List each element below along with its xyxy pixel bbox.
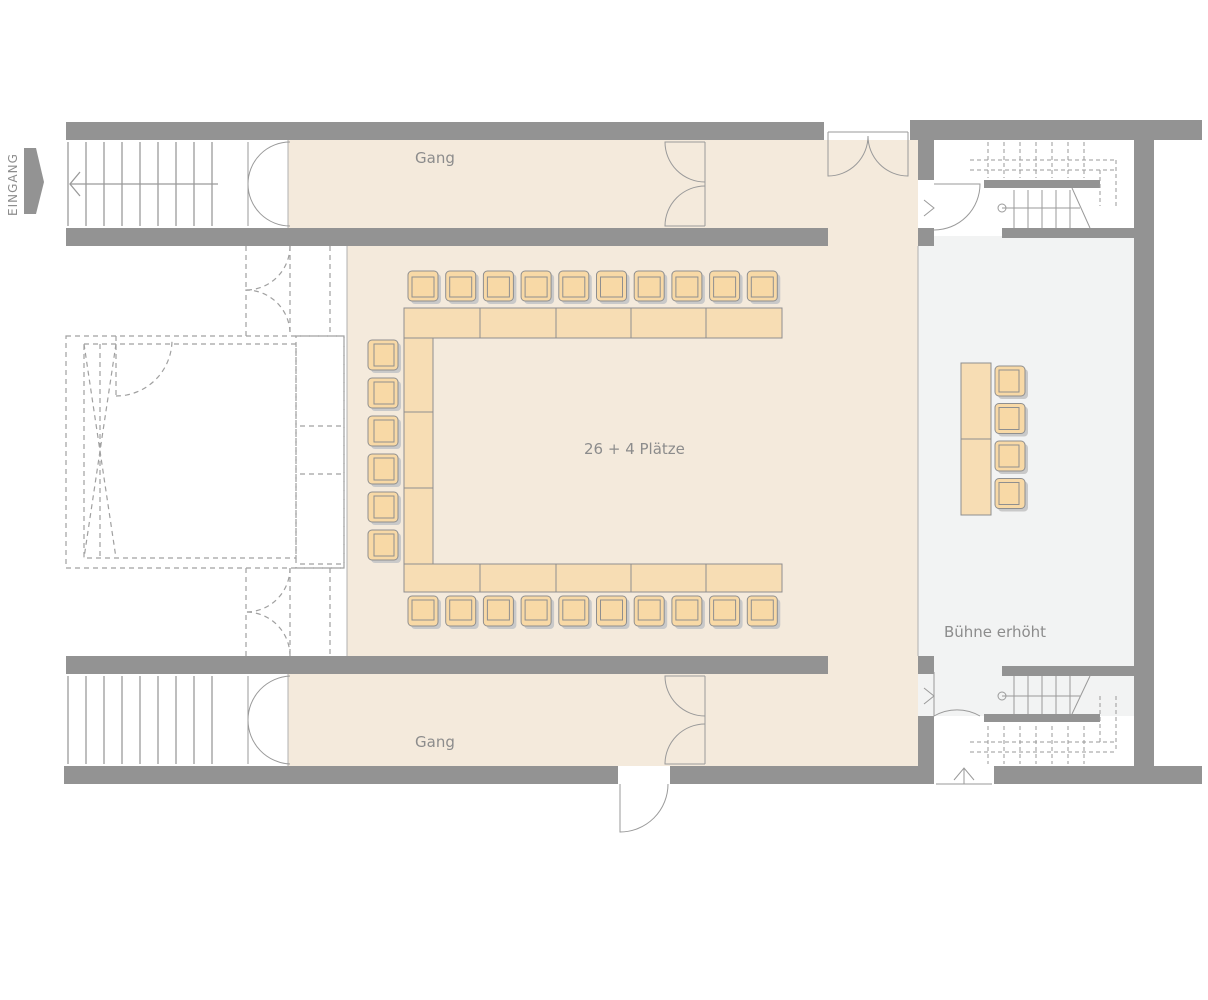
chair-top-7 xyxy=(633,270,668,304)
chair-bottom-8 xyxy=(671,595,705,629)
table-bottom-4 xyxy=(630,563,707,593)
wall xyxy=(984,714,1100,722)
table-top-5 xyxy=(705,307,783,339)
table-left-3 xyxy=(403,487,434,565)
chair-top-10 xyxy=(746,270,781,304)
wall xyxy=(1002,228,1134,238)
chair-top-9 xyxy=(709,270,743,304)
wall xyxy=(1002,666,1134,676)
wall xyxy=(66,122,824,140)
wall xyxy=(918,716,934,784)
chair-stage-2 xyxy=(994,403,1028,437)
stairs-top-left xyxy=(67,142,218,226)
chair-left-5 xyxy=(367,491,401,525)
chair-top-4 xyxy=(520,270,555,304)
wall xyxy=(984,180,1100,188)
table-top-1 xyxy=(403,307,481,339)
main-room-label: 26 + 4 Plätze xyxy=(584,440,685,458)
stairs-top-right xyxy=(970,142,1117,229)
chair-bottom-2 xyxy=(445,595,479,629)
stage-tables xyxy=(960,362,992,516)
conference-tables xyxy=(403,307,783,593)
corridor-top-label: Gang xyxy=(415,149,455,167)
wall xyxy=(670,766,934,784)
chair-top-1 xyxy=(407,270,441,304)
stage-floor xyxy=(918,236,1134,716)
wall xyxy=(66,228,828,246)
wall xyxy=(918,140,934,180)
table-bottom-5 xyxy=(705,563,783,593)
entrance-label: EINGANG xyxy=(6,153,20,216)
chair-left-6 xyxy=(367,529,401,563)
wall xyxy=(1134,120,1154,784)
doors xyxy=(247,131,992,833)
table-left-1 xyxy=(403,337,434,413)
wall xyxy=(918,656,934,674)
stage-table-1 xyxy=(960,362,992,440)
wall xyxy=(918,228,934,246)
chair-left-4 xyxy=(367,453,401,487)
table-bottom-2 xyxy=(479,563,557,593)
chair-stage-3 xyxy=(994,440,1028,474)
stairs-bottom-right xyxy=(970,675,1117,764)
chair-bottom-5 xyxy=(558,595,592,629)
chairs xyxy=(367,270,1028,629)
walls xyxy=(64,120,1202,784)
entrance-marker: EINGANG xyxy=(6,148,44,216)
room-outlines xyxy=(287,140,919,766)
table-left-2 xyxy=(403,411,434,489)
table-bottom-3 xyxy=(555,563,632,593)
chair-bottom-6 xyxy=(596,595,630,629)
stairs-bottom-left xyxy=(67,676,213,764)
stage-table-2 xyxy=(960,438,992,516)
chair-bottom-7 xyxy=(633,595,668,629)
stage-label: Bühne erhöht xyxy=(944,623,1046,641)
chair-bottom-10 xyxy=(746,595,781,629)
wall xyxy=(64,766,618,784)
chair-top-3 xyxy=(482,270,517,304)
wall xyxy=(994,766,1202,784)
table-top-2 xyxy=(479,307,557,339)
chair-bottom-9 xyxy=(709,595,743,629)
table-top-3 xyxy=(555,307,632,339)
entrance-arrow-icon xyxy=(24,148,44,214)
chair-top-6 xyxy=(596,270,630,304)
chair-bottom-4 xyxy=(520,595,555,629)
wall xyxy=(910,120,1202,140)
chair-top-8 xyxy=(671,270,705,304)
chair-left-2 xyxy=(367,377,401,411)
wall xyxy=(66,656,828,674)
chair-top-2 xyxy=(445,270,479,304)
chair-left-1 xyxy=(367,339,401,373)
chair-bottom-1 xyxy=(407,595,441,629)
table-bottom-1 xyxy=(403,563,481,593)
chair-stage-1 xyxy=(994,365,1028,399)
corridor-bottom-label: Gang xyxy=(415,733,455,751)
elevator-area-dashed xyxy=(65,245,345,657)
chair-left-3 xyxy=(367,415,401,449)
chair-stage-4 xyxy=(994,478,1028,512)
chair-bottom-3 xyxy=(482,595,517,629)
table-top-4 xyxy=(630,307,707,339)
chair-top-5 xyxy=(558,270,592,304)
